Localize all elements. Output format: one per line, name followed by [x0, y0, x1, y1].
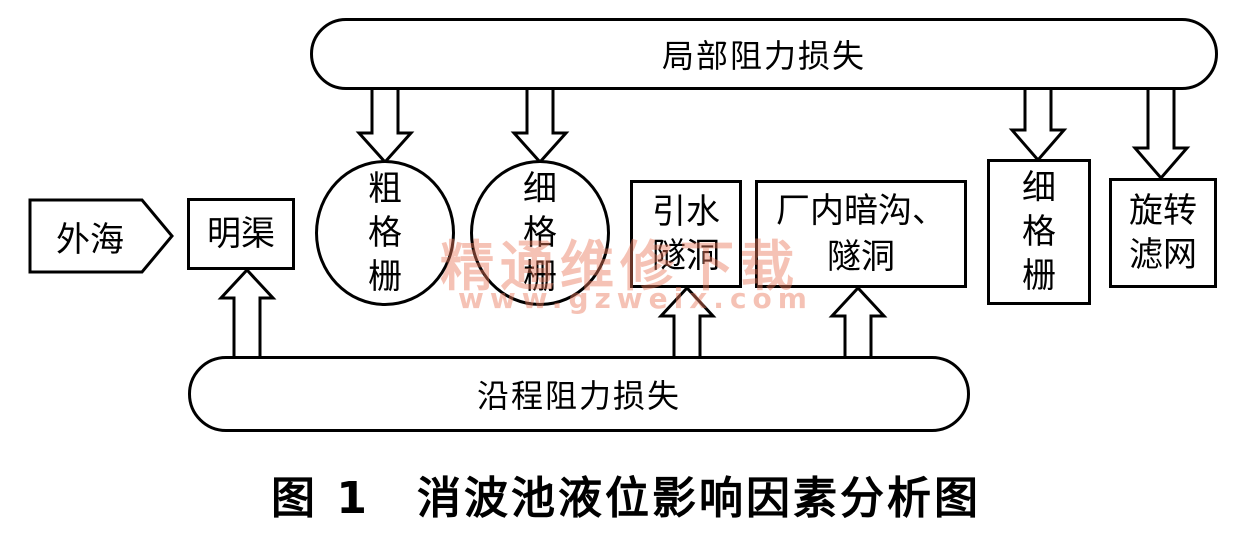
- arrow-up-intake-tunnel: [657, 285, 717, 360]
- arrow-up-plant-trench: [828, 285, 888, 360]
- channel-label: 明渠: [207, 214, 275, 254]
- rotary-screen-node: 旋转滤网: [1109, 178, 1217, 288]
- along-loss-node: 沿程阻力损失: [188, 356, 970, 432]
- along-loss-label: 沿程阻力损失: [476, 377, 681, 415]
- sea-node: 外海: [30, 200, 150, 272]
- plant-trench-node: 厂内暗沟、隧洞: [755, 180, 967, 288]
- rotary-screen-label: 旋转滤网: [1129, 191, 1197, 275]
- arrow-down-coarse-grid: [355, 86, 415, 165]
- figure-caption: 图 1 消波池液位影响因素分析图: [271, 473, 981, 524]
- fine-grid-1-label: 细格栅: [523, 169, 557, 297]
- coarse-grid-node: 粗格栅: [315, 160, 455, 306]
- arrow-down-fine-grid-2: [1008, 86, 1068, 163]
- coarse-grid-label: 粗格栅: [368, 169, 402, 297]
- arrow-up-channel: [217, 267, 277, 360]
- fine-grid-node-2: 细格栅: [987, 159, 1091, 305]
- local-loss-label: 局部阻力损失: [661, 37, 866, 75]
- sea-node-shape: [28, 198, 174, 274]
- plant-trench-label: 厂内暗沟、隧洞: [776, 191, 946, 277]
- local-loss-node: 局部阻力损失: [310, 18, 1218, 90]
- intake-tunnel-node: 引水隧洞: [630, 180, 742, 288]
- intake-tunnel-label: 引水隧洞: [652, 192, 720, 276]
- sea-label: 外海: [56, 219, 124, 260]
- arrow-down-rotary-screen: [1131, 86, 1191, 181]
- fine-grid-2-label: 细格栅: [1022, 168, 1056, 296]
- arrow-down-fine-grid-1: [510, 86, 570, 165]
- channel-node: 明渠: [187, 198, 295, 270]
- fine-grid-node-1: 细格栅: [470, 160, 610, 306]
